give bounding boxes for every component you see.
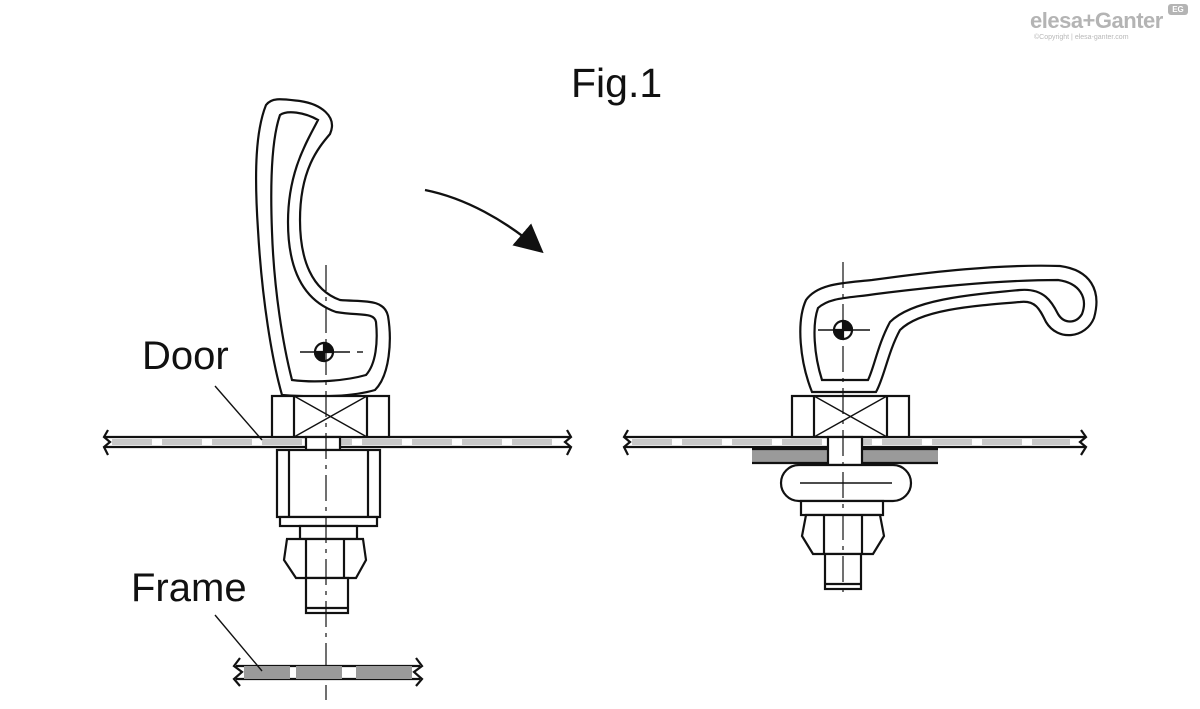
- brand-name: elesa+Ganter: [1030, 8, 1163, 33]
- left-assembly: [102, 98, 573, 700]
- frame-label: Frame: [131, 566, 247, 610]
- rotation-arrow: [424, 188, 544, 254]
- figure-title: Fig.1: [571, 60, 663, 106]
- cam-lever-raised: [254, 98, 391, 398]
- brand-logo: elesa+Ganter ©Copyright | elesa-ganter.c…: [1030, 8, 1163, 41]
- frame-leader: [214, 614, 263, 672]
- brand-copyright: ©Copyright | elesa-ganter.com: [1034, 34, 1129, 41]
- door-leader: [214, 385, 263, 441]
- brand-badge-icon: EG: [1168, 4, 1188, 15]
- frame-panel: [232, 657, 424, 687]
- right-assembly: [622, 262, 1098, 595]
- door-label: Door: [142, 334, 229, 378]
